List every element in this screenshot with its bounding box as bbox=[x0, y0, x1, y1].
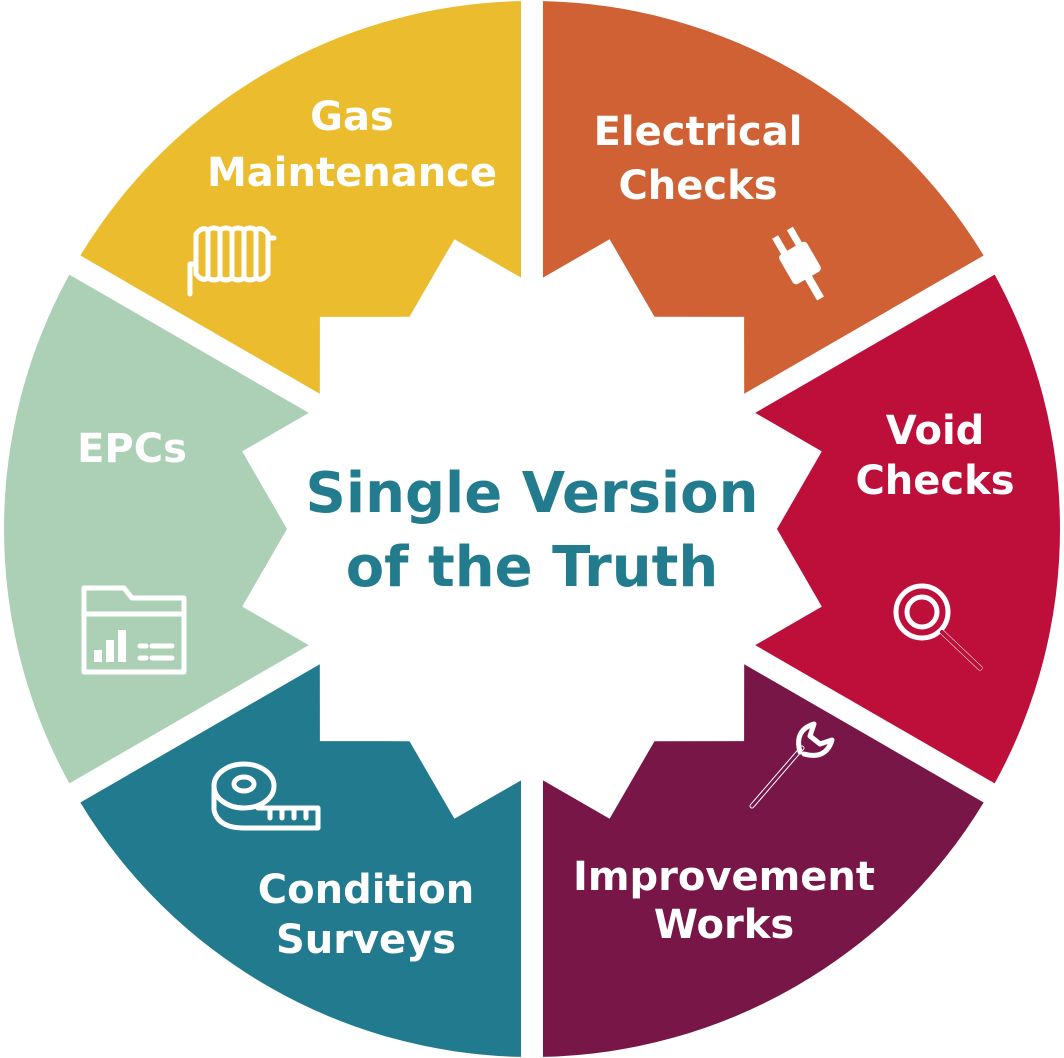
center-title-line-2: of the Truth bbox=[346, 535, 719, 600]
tape-measure-icon bbox=[211, 761, 321, 831]
condition-surveys-label-line-1: Condition bbox=[258, 867, 474, 913]
gas-maintenance-label-line-1: Gas bbox=[310, 94, 394, 140]
center-star-burst bbox=[242, 239, 822, 819]
magnifier-icon bbox=[893, 583, 983, 671]
void-checks-label-line-1: Void bbox=[886, 408, 985, 454]
plug-icon bbox=[772, 226, 824, 301]
folder-chart-icon bbox=[81, 585, 187, 675]
gas-maintenance-label-line-2: Maintenance bbox=[207, 150, 497, 196]
radiator-icon bbox=[187, 225, 277, 297]
improvement-works-label-line-2: Works bbox=[654, 902, 794, 948]
epcs-label: EPCs bbox=[77, 426, 187, 472]
electrical-checks-label-line-2: Checks bbox=[618, 163, 777, 209]
wrench-icon bbox=[749, 721, 835, 809]
condition-surveys-label-line-2: Surveys bbox=[276, 917, 456, 963]
electrical-checks-label-line-1: Electrical bbox=[594, 109, 803, 155]
void-checks-segment bbox=[537, 274, 1060, 784]
center-title-line-1: Single Version bbox=[306, 461, 759, 526]
epcs-segment bbox=[3, 274, 527, 784]
improvement-works-label-line-1: Improvement bbox=[573, 854, 875, 900]
void-checks-label-line-2: Checks bbox=[855, 458, 1014, 504]
